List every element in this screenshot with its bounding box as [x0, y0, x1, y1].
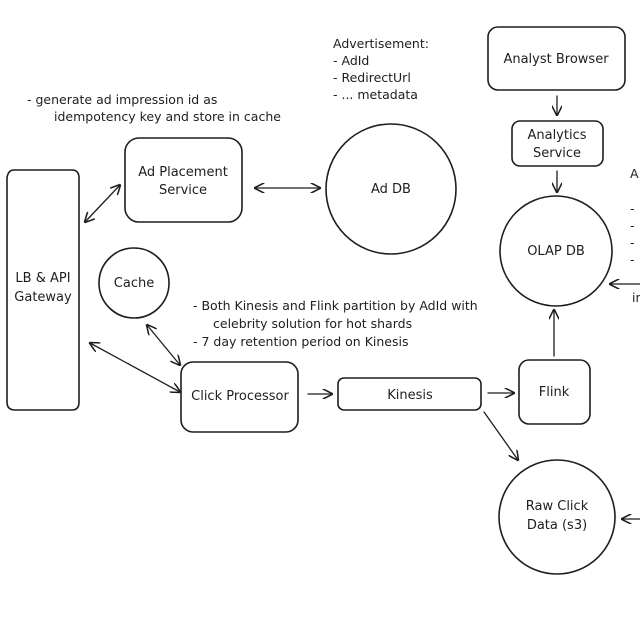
edge-kinesis-rawclick: [483, 411, 518, 460]
note-advertisement-line-4: - ... metadata: [333, 87, 418, 102]
edge-gateway-adplacement: [85, 185, 120, 222]
node-lb-gateway: LB & API Gateway: [6, 169, 80, 411]
note-right-clip-in: in: [632, 290, 640, 305]
node-flink: Flink: [518, 359, 591, 425]
ad-placement-label-1: Ad Placement: [138, 165, 228, 180]
note-impression-line-1: - generate ad impression id as: [27, 92, 217, 107]
note-right-clip-1: A: [630, 166, 639, 181]
lb-gateway-label-2: Gateway: [14, 290, 72, 305]
note-right-clip-5: -: [630, 252, 635, 267]
raw-click-label-2: Data (s3): [527, 518, 587, 533]
cache-label: Cache: [114, 276, 154, 291]
note-advertisement-line-2: - AdId: [333, 53, 369, 68]
note-right-clip-2: -: [630, 201, 635, 216]
note-advertisement-line-3: - RedirectUrl: [333, 70, 411, 85]
node-click-processor: Click Processor: [180, 361, 299, 433]
note-impression-id: - generate ad impression id as idempoten…: [27, 92, 281, 124]
note-right-clip-4: -: [630, 235, 635, 250]
analytics-service-label-1: Analytics: [527, 128, 586, 143]
note-right-clipped: A - - - - in: [630, 166, 640, 305]
raw-click-label-1: Raw Click: [526, 499, 589, 514]
node-raw-click-data: Raw Click Data (s3): [498, 459, 616, 575]
note-partition-line-2: celebrity solution for hot shards: [213, 316, 412, 331]
edge-cache-clickprocessor: [147, 325, 180, 365]
note-partition: - Both Kinesis and Flink partition by Ad…: [193, 298, 478, 349]
olap-db-label: OLAP DB: [527, 244, 585, 259]
click-processor-label: Click Processor: [191, 389, 289, 404]
note-advertisement-line-1: Advertisement:: [333, 36, 429, 51]
node-kinesis: Kinesis: [337, 377, 482, 411]
note-advertisement: Advertisement: - AdId - RedirectUrl - ..…: [333, 36, 429, 102]
node-cache: Cache: [98, 247, 170, 319]
node-olap-db: OLAP DB: [499, 195, 613, 307]
note-impression-line-2: idempotency key and store in cache: [54, 109, 281, 124]
lb-gateway-label-1: LB & API: [15, 271, 70, 286]
flink-label: Flink: [539, 385, 570, 400]
note-right-clip-3: -: [630, 218, 635, 233]
node-ad-db: Ad DB: [325, 123, 457, 255]
node-ad-placement-service: Ad Placement Service: [124, 137, 243, 223]
node-analytics-service: Analytics Service: [511, 120, 604, 167]
analytics-service-label-2: Service: [533, 146, 581, 161]
edge-gateway-clickprocessor: [90, 343, 180, 392]
kinesis-label: Kinesis: [387, 388, 433, 403]
ad-db-label: Ad DB: [371, 182, 411, 197]
analyst-browser-label: Analyst Browser: [503, 52, 609, 67]
note-partition-line-3: - 7 day retention period on Kinesis: [193, 334, 408, 349]
ad-placement-label-2: Service: [159, 183, 207, 198]
node-analyst-browser: Analyst Browser: [487, 26, 626, 91]
note-partition-line-1: - Both Kinesis and Flink partition by Ad…: [193, 298, 478, 313]
edges: [85, 95, 640, 519]
